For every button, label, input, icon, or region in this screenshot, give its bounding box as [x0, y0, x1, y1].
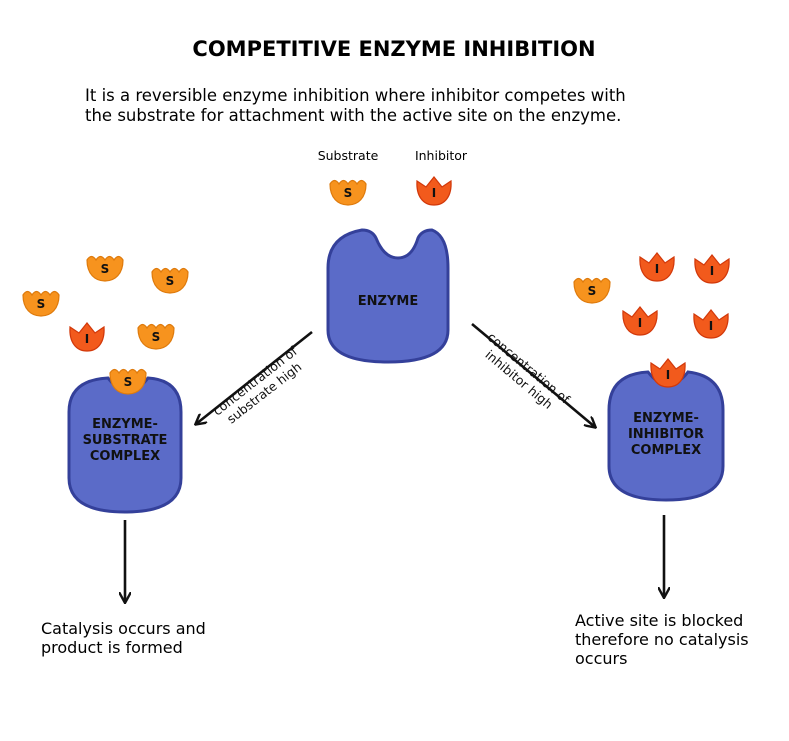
svg-text:S: S	[588, 284, 597, 298]
page-title: COMPETITIVE ENZYME INHIBITION	[192, 37, 595, 61]
inhibitor-molecule: I	[639, 252, 675, 282]
svg-text:I: I	[709, 319, 713, 333]
substrate-molecule: S	[573, 277, 611, 304]
ei-complex-label-line-2: INHIBITOR	[628, 427, 704, 442]
inhibitor-molecule: I	[69, 322, 105, 352]
description-line-1: It is a reversible enzyme inhibition whe…	[85, 86, 626, 105]
substrate-molecule: S	[22, 290, 60, 317]
legend-inhibitor-label: Inhibitor	[415, 148, 468, 163]
inhibitor-molecule: I	[693, 309, 729, 339]
svg-text:S: S	[124, 375, 133, 389]
svg-text:I: I	[655, 262, 659, 276]
inhibitor-letter: I	[432, 186, 436, 200]
svg-text:I: I	[710, 264, 714, 278]
substrate-molecule: S	[137, 323, 175, 350]
legend-substrate-molecule: S	[329, 179, 367, 206]
svg-text:S: S	[166, 274, 175, 288]
description-line-2: the substrate for attachment with the ac…	[85, 106, 621, 125]
bound-substrate-molecule: S	[109, 368, 147, 395]
legend-inhibitor-molecule: I	[416, 176, 452, 206]
es-complex-label-line-1: ENZYME-	[92, 417, 158, 432]
substrate-molecule: S	[86, 255, 124, 282]
svg-text:S: S	[101, 262, 110, 276]
substrate-molecule: S	[151, 267, 189, 294]
svg-text:I: I	[85, 332, 89, 346]
svg-text:I: I	[666, 368, 670, 382]
right-result-line-2: therefore no catalysis	[575, 630, 749, 649]
svg-text:I: I	[638, 316, 642, 330]
enzyme-inhibitor-complex: I ENZYME- INHIBITOR COMPLEX	[607, 358, 725, 502]
ei-complex-label-line-3: COMPLEX	[631, 443, 701, 458]
svg-text:S: S	[37, 297, 46, 311]
es-complex-label-line-3: COMPLEX	[90, 449, 160, 464]
svg-text:S: S	[152, 330, 161, 344]
enzyme-label: ENZYME	[358, 294, 418, 309]
right-result-line-3: occurs	[575, 649, 627, 668]
arrow-to-inhibitor-complex	[471, 323, 595, 427]
bound-inhibitor-molecule: I	[650, 358, 686, 388]
right-arrow-caption: concentration of inhibitor high	[482, 329, 573, 412]
inhibitor-molecule: I	[694, 254, 730, 284]
legend-substrate-label: Substrate	[318, 148, 379, 163]
right-result-line-1: Active site is blocked	[575, 611, 743, 630]
arrow-to-substrate-complex	[196, 330, 313, 424]
enzyme-substrate-complex: S ENZYME- SUBSTRATE COMPLEX	[67, 368, 183, 514]
ei-complex-label-line-1: ENZYME-	[633, 411, 699, 426]
substrate-letter: S	[344, 186, 353, 200]
left-arrow-caption: concentration of substrate high	[210, 343, 305, 426]
free-enzyme: ENZYME	[326, 228, 450, 364]
es-complex-label-line-2: SUBSTRATE	[83, 433, 168, 448]
left-result-line-2: product is formed	[41, 638, 183, 657]
inhibitor-molecule: I	[622, 306, 658, 336]
left-result-line-1: Catalysis occurs and	[41, 619, 206, 638]
